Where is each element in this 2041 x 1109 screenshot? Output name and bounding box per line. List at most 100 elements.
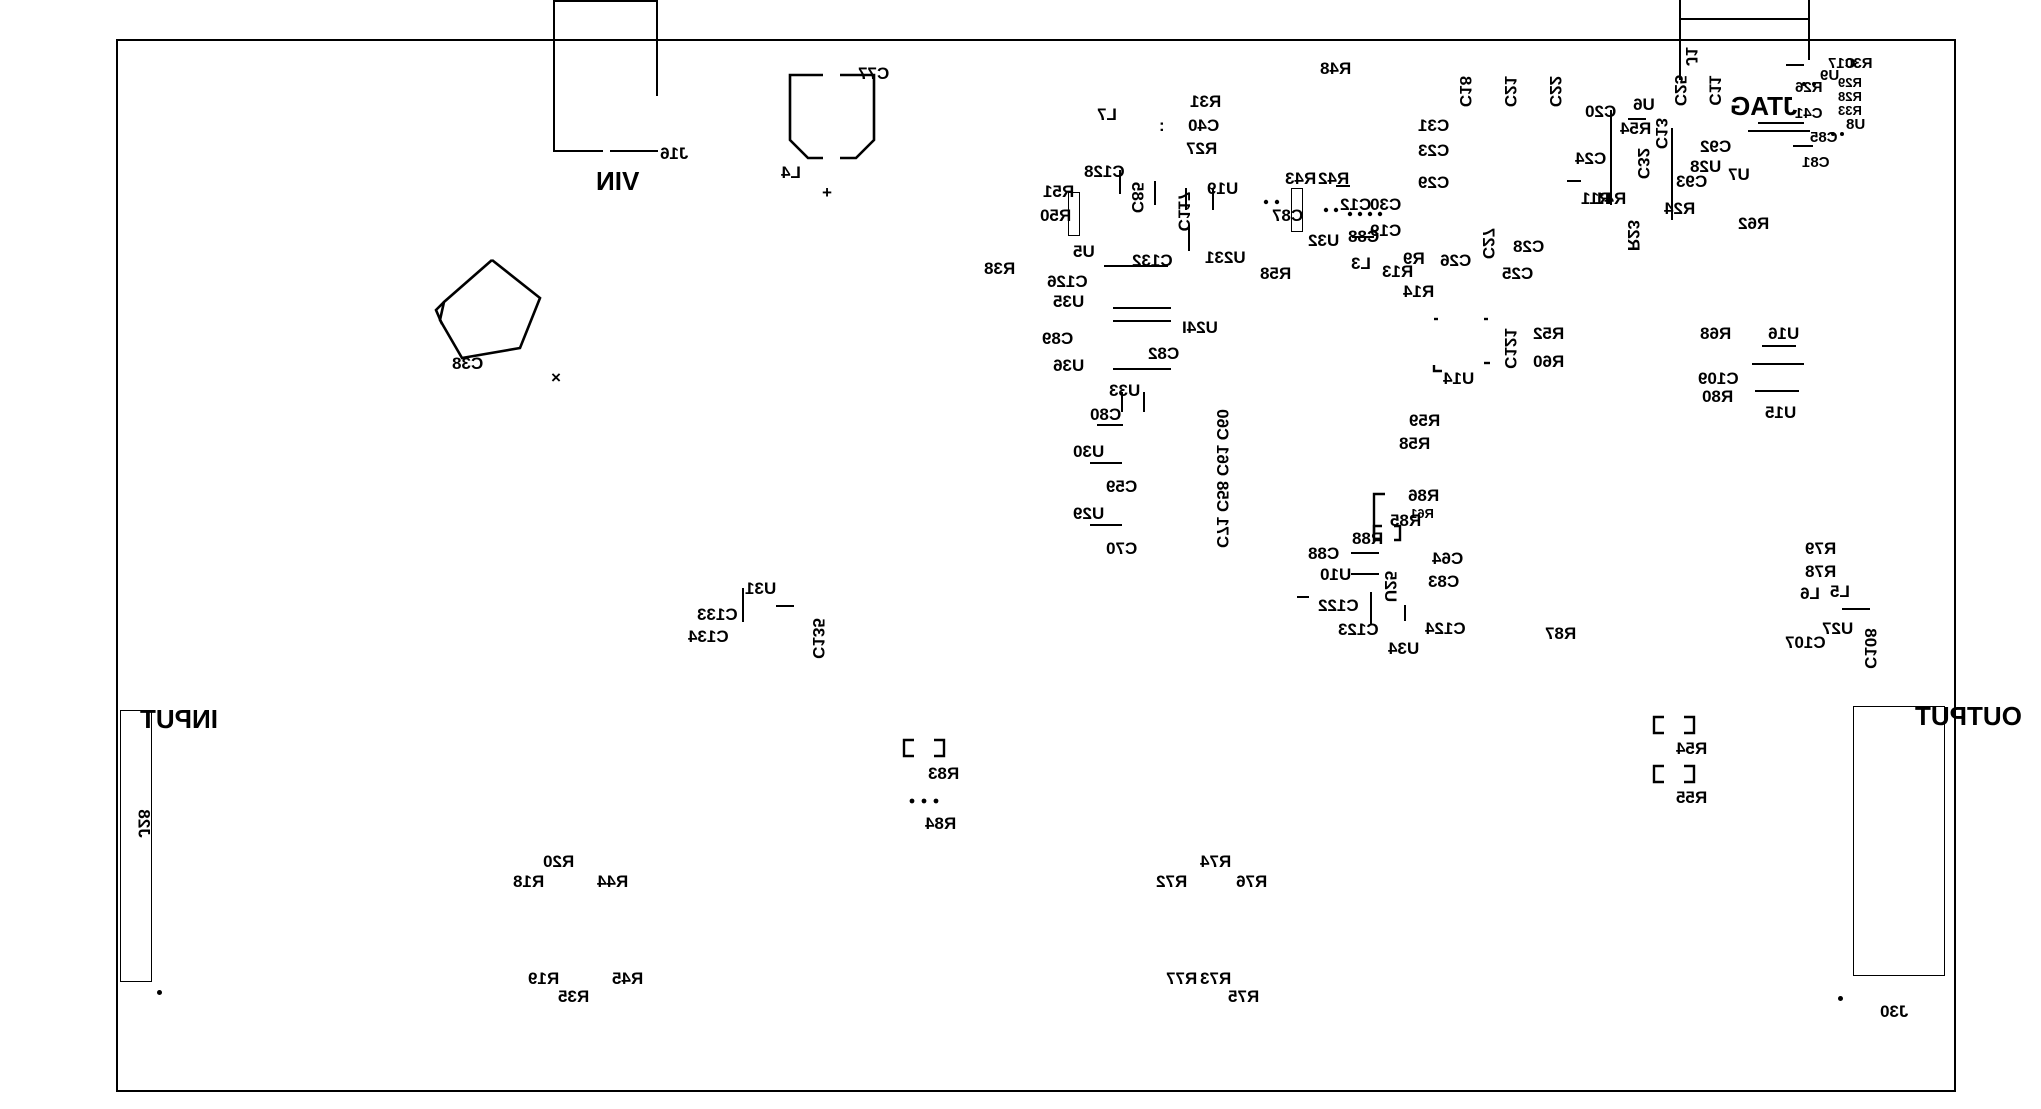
designator-label-c87: C87 [1272,206,1304,225]
c87-pads [1263,199,1280,205]
designator-label-c108: C108 [1860,628,1880,669]
designator-label-r86: R86 [1408,486,1440,505]
designator-label-c85b: C85 [1128,181,1148,214]
output-connector-j30[interactable] [1853,706,1945,976]
designator-label-r80: R80 [1702,387,1734,406]
designator-label-output: OUTPUT [1915,701,2022,731]
designator-label-c20: C20 [1585,102,1617,121]
designator-label-c117: C117 [1174,191,1194,232]
designator-label-r26: R26 [1795,79,1823,96]
board-notch-left-edge [553,0,556,152]
designator-label-u7: U7 [1728,165,1750,184]
designator-label-r77: R77 [1166,969,1198,988]
designator-label-u30: U30 [1073,442,1105,461]
u8-pads [1831,132,1844,136]
designator-label-r28: R28 [1838,89,1862,104]
designator-label-input: INPUT [140,704,218,734]
jtag-tab-left-edge [1679,0,1682,80]
designator-label-c23: C23 [1418,141,1450,160]
r85-component-outline [1372,492,1385,534]
designator-label-r76: R76 [1236,872,1268,891]
u27-footprint-line [1842,608,1870,610]
designator-label-c133: C133 [697,605,738,624]
designator-label-c82: C82 [1148,344,1180,363]
designator-label-c123: C123 [1338,620,1379,639]
designator-label-r11: R11 [1581,189,1612,208]
designator-label-c30: C30 [1370,195,1402,214]
designator-label-l5: L5 [1830,582,1850,601]
c59-footprint-line [1090,462,1122,464]
u6-component-edge [1610,110,1612,205]
c80-pin-b [1143,392,1145,412]
u15-footprint-line [1755,390,1799,392]
designator-label-r35: R35 [558,987,590,1006]
designator-label-jtag: JTAG [1730,91,1798,121]
designator-label-r45: R45 [612,969,644,988]
designator-label-r20: R20 [543,852,575,871]
u5-component-outline [1068,192,1080,236]
u23-pin [1188,225,1190,251]
jtag-tab-right-edge [1808,0,1811,60]
c122-footprint-line [1297,596,1309,598]
designator-label-r78: R78 [1805,562,1837,581]
designator-label-r43: R43 [1285,169,1317,188]
board-outline [116,39,1956,1092]
r11-footprint-line [1567,180,1581,182]
r30-footprint-line [1786,64,1804,66]
c124-pin [1404,605,1406,621]
designator-label-r84: R84 [925,814,957,833]
designator-label-r42: R42 [1318,169,1350,188]
designator-label-r54: R54 [1620,119,1652,138]
designator-label-j28: J28 [134,809,154,838]
designator-label-r27: R27 [1186,139,1218,158]
designator-label-r61: R61 [1410,506,1434,521]
input-connector-j28[interactable] [120,710,152,982]
u28-component-edge [1671,128,1673,220]
c132-footprint-line [1104,265,1168,267]
designator-label-l7: L7 [1097,105,1117,124]
designator-label-c124: C124 [1425,619,1466,638]
designator-label-u19: U19 [1207,179,1239,198]
designator-label-c64: C64 [1432,549,1464,568]
r55-component-outline [1652,764,1696,784]
designator-label-r58: R58 [1260,264,1292,283]
designator-label-r14: R14 [1403,282,1435,301]
designator-label-u29: U29 [1073,504,1105,523]
c70-footprint-line [1090,524,1122,526]
designator-label-c70: C70 [1106,539,1138,558]
jtag-footprint-line [1758,122,1804,124]
designator-label-c85: C85 [1810,129,1838,146]
input-connector-pin1-dot [157,990,162,995]
designator-label-u5: U5 [1073,242,1095,261]
u33-footprint-line [1113,368,1171,370]
designator-label-c88: C88 [1308,544,1340,563]
c14-footprint-line [1628,118,1646,120]
designator-label-c134: C134 [688,627,729,646]
designator-label-u16: U16 [1768,324,1800,343]
designator-label-r88: R88 [1352,529,1384,548]
designator-label-c71-c58-c61-c60: C71 C58 C61 C60 [1212,409,1232,548]
designator-label-r87: R87 [1545,624,1577,643]
u24-footprint-line-bottom [1113,320,1171,322]
designator-label-c12: C12 [1340,195,1372,214]
board-notch-top [553,0,658,3]
designator-label-c126: C126 [1047,272,1088,291]
u10-footprint-line-bottom [1351,573,1379,575]
designator-label-l3: L3 [1351,254,1371,273]
designator-label-c31: C31 [1418,116,1450,135]
u16-footprint-line-mid [1752,363,1804,365]
designator-label-c93: C93 [1676,172,1708,191]
designator-label-r51: R51 [1043,182,1075,201]
designator-label-r9: R9 [1403,249,1425,268]
u30-footprint-line [1097,424,1123,426]
designator-label-c89: C89 [1042,329,1074,348]
designator-label-r19: R19 [528,969,560,988]
designator-label-c122: C122 [1318,596,1359,615]
designator-label-u15: U15 [1765,403,1797,422]
r83-component-outline [902,738,946,758]
c12-footprint-line [1336,185,1350,187]
designator-label-r29: R29 [1838,75,1862,90]
c13-footprint-line [1352,236,1374,238]
board-notch-bottom [553,150,603,153]
designator-label-c24: C24 [1575,149,1607,168]
